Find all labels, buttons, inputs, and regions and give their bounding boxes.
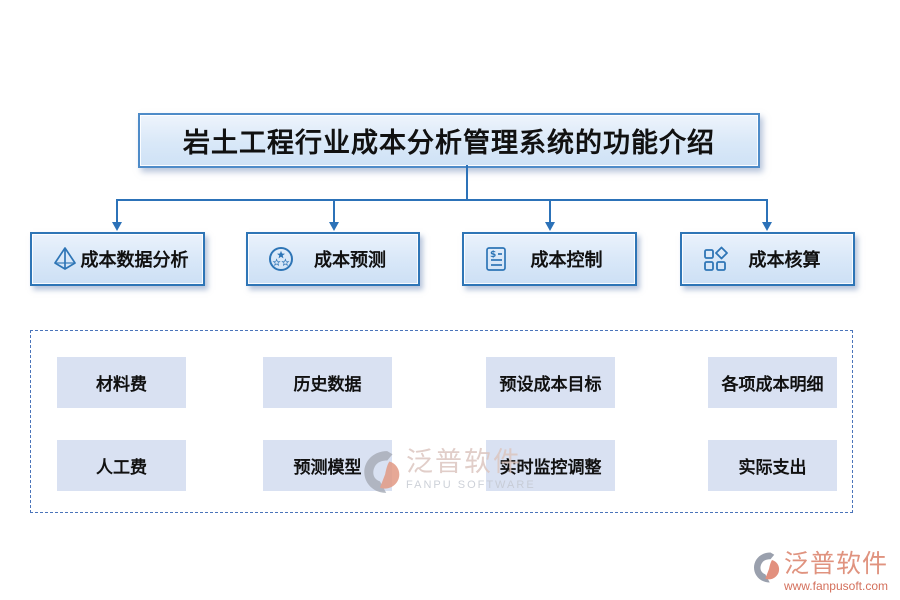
detail-box-historical-data: 历史数据 bbox=[263, 357, 392, 408]
feature-label: 成本预测 bbox=[314, 250, 386, 271]
feature-label: 成本核算 bbox=[748, 250, 821, 271]
pyramid-icon bbox=[52, 245, 80, 273]
invoice-icon: $ bbox=[484, 245, 512, 273]
feature-box-cost-prediction: 成本预测 bbox=[246, 232, 420, 286]
detail-box-preset-cost-target: 预设成本目标 bbox=[486, 357, 615, 408]
arrow-down-icon bbox=[762, 222, 772, 231]
arrow-down-icon bbox=[329, 222, 339, 231]
detail-label: 实时监控调整 bbox=[499, 458, 602, 478]
detail-box-realtime-monitoring: 实时监控调整 bbox=[486, 440, 615, 491]
connector-branch-2 bbox=[333, 200, 335, 223]
detail-box-actual-expenditure: 实际支出 bbox=[708, 440, 837, 491]
feature-box-cost-control: $ 成本控制 bbox=[462, 232, 637, 286]
connector-branch-1 bbox=[116, 200, 118, 223]
connector-crossbar bbox=[116, 199, 768, 201]
diagram-title-text: 岩土工程行业成本分析管理系统的功能介绍 bbox=[183, 128, 715, 159]
grid-diamond-icon bbox=[702, 245, 730, 273]
fanpu-logo-icon bbox=[751, 551, 781, 588]
detail-label: 各项成本明细 bbox=[721, 375, 824, 395]
diagram-title: 岩土工程行业成本分析管理系统的功能介绍 bbox=[138, 113, 760, 168]
footer-brand-name: 泛普软件 bbox=[783, 549, 888, 578]
detail-label: 材料费 bbox=[96, 375, 147, 395]
award-stars-icon bbox=[268, 245, 296, 273]
detail-label: 实际支出 bbox=[738, 458, 807, 478]
detail-box-cost-breakdown: 各项成本明细 bbox=[708, 357, 837, 408]
connector-branch-3 bbox=[549, 200, 551, 223]
feature-box-cost-accounting: 成本核算 bbox=[680, 232, 855, 286]
connector-branch-4 bbox=[766, 200, 768, 223]
footer-brand-url: www.fanpusoft.com bbox=[783, 579, 888, 593]
detail-box-material-cost: 材料费 bbox=[57, 357, 186, 408]
detail-label: 历史数据 bbox=[293, 375, 362, 395]
connector-root-stem bbox=[466, 165, 468, 200]
feature-box-cost-data-analysis: 成本数据分析 bbox=[30, 232, 205, 286]
arrow-down-icon bbox=[112, 222, 122, 231]
detail-label: 人工费 bbox=[96, 458, 147, 478]
detail-label: 预测模型 bbox=[293, 458, 362, 478]
footer-brand: 泛普软件 www.fanpusoft.com bbox=[751, 551, 888, 592]
details-container: 材料费 历史数据 预设成本目标 各项成本明细 人工费 预测模型 实时监控调整 实… bbox=[30, 330, 853, 513]
feature-label: 成本控制 bbox=[530, 250, 603, 271]
svg-text:$: $ bbox=[490, 250, 496, 260]
detail-box-labor-cost: 人工费 bbox=[57, 440, 186, 491]
detail-box-prediction-model: 预测模型 bbox=[263, 440, 392, 491]
arrow-down-icon bbox=[545, 222, 555, 231]
feature-label: 成本数据分析 bbox=[80, 250, 189, 271]
detail-label: 预设成本目标 bbox=[499, 375, 602, 395]
